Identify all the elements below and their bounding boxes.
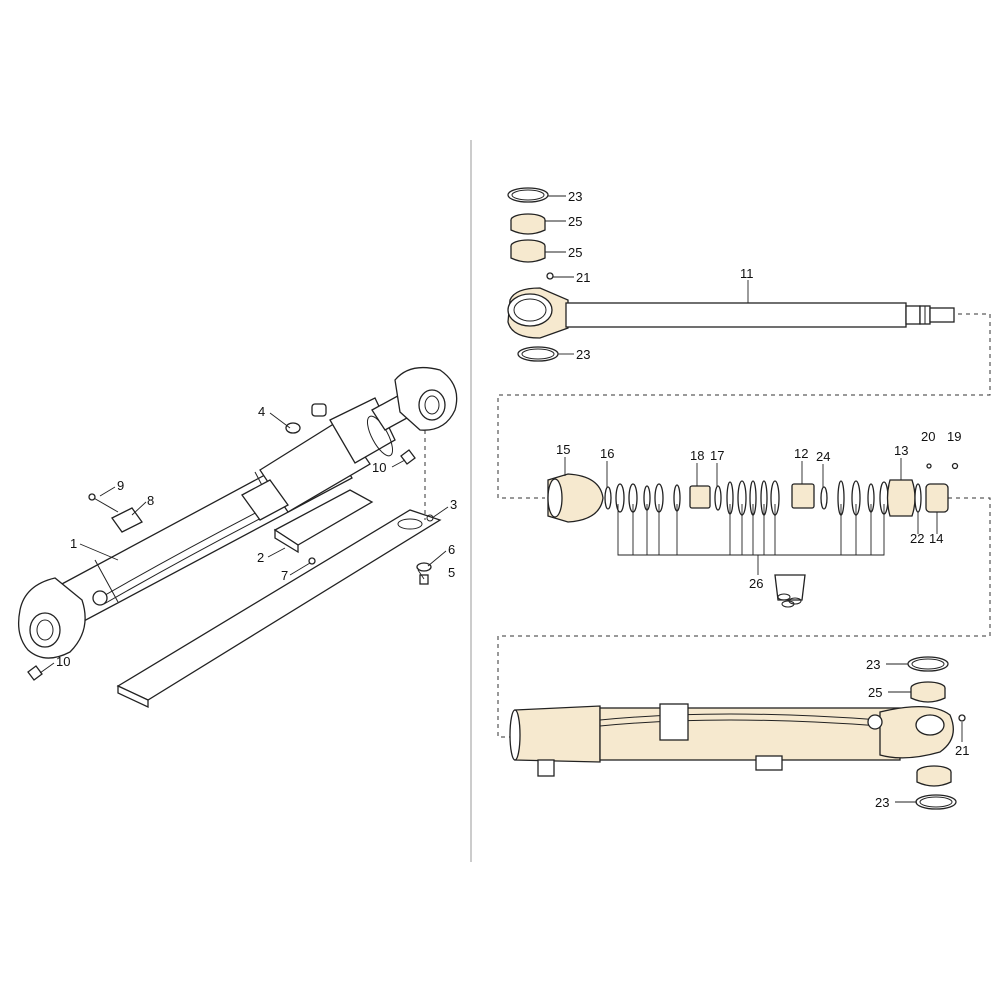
callout-21-lower: 21 [955, 743, 969, 758]
callout-4: 4 [258, 404, 265, 419]
bottom-seal-stack [907, 656, 966, 810]
seal-kit-bag [774, 574, 806, 608]
callout-9: 9 [117, 478, 124, 493]
barrel-assembly [509, 703, 954, 777]
callout-1: 1 [70, 536, 77, 551]
left-leaders [39, 412, 449, 674]
callout-19: 19 [947, 429, 961, 444]
callout-3: 3 [450, 497, 457, 512]
callout-23-lower-top: 23 [866, 657, 880, 672]
right-leaders [545, 195, 963, 803]
bottom-eye [17, 577, 86, 659]
callout-21-top: 21 [576, 270, 590, 285]
assembly-path [497, 313, 991, 738]
callout-20: 20 [921, 429, 935, 444]
callout-23-lower-bottom: 23 [875, 795, 889, 810]
callout-14: 14 [929, 531, 943, 546]
callout-25-lower: 25 [868, 685, 882, 700]
callout-12: 12 [794, 446, 808, 461]
piston-rod [507, 287, 955, 339]
hydraulic-tube [99, 507, 266, 599]
rod-eye [394, 366, 458, 431]
callout-7: 7 [281, 568, 288, 583]
callout-6: 6 [448, 542, 455, 557]
callout-24: 24 [816, 449, 830, 464]
top-seal-stack [507, 187, 554, 280]
callout-18: 18 [690, 448, 704, 463]
callout-17: 17 [710, 448, 724, 463]
callout-25-top-a: 25 [568, 214, 582, 229]
callout-16: 16 [600, 446, 614, 461]
callout-25-top-b: 25 [568, 245, 582, 260]
callout-23-rod: 23 [576, 347, 590, 362]
callout-5: 5 [448, 565, 455, 580]
callout-10-lower: 10 [56, 654, 70, 669]
callout-22: 22 [910, 531, 924, 546]
callout-26: 26 [749, 576, 763, 591]
callout-10-upper: 10 [372, 460, 386, 475]
callout-13: 13 [894, 443, 908, 458]
callout-2: 2 [257, 550, 264, 565]
assembled-cylinder [17, 366, 458, 709]
callout-15: 15 [556, 442, 570, 457]
callout-8: 8 [147, 493, 154, 508]
valve-block [241, 479, 289, 521]
callout-23-top: 23 [568, 189, 582, 204]
callout-11: 11 [740, 266, 754, 281]
